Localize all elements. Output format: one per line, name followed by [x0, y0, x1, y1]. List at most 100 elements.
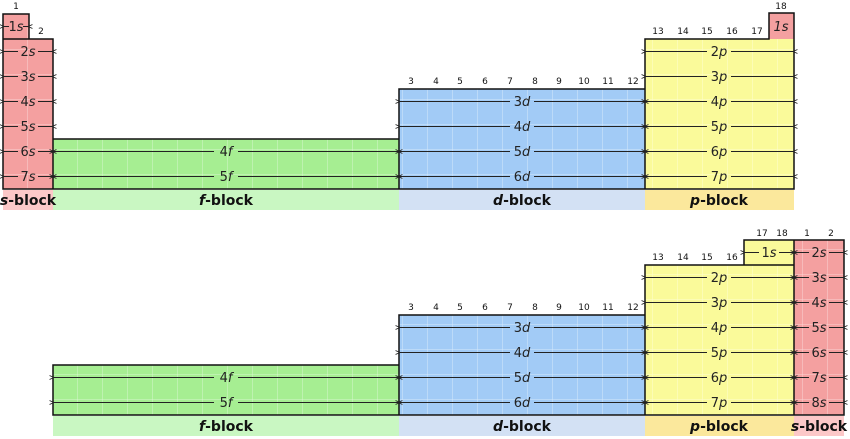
- top-group-5: 5: [457, 77, 463, 87]
- bottom-group-16: 16: [726, 253, 738, 263]
- bottom-f-block-footer: [53, 416, 399, 436]
- bottom-group-13: 13: [652, 253, 663, 263]
- top-d-row-4d: 4d: [400, 120, 644, 135]
- top-outline: [2, 12, 795, 190]
- top-s-row-5s: 5s: [4, 120, 52, 135]
- top-group-7: 7: [507, 77, 513, 87]
- bottom-group-11: 11: [602, 303, 613, 313]
- bottom-p-row-6p: 6p: [646, 371, 793, 386]
- bottom-group-1: 1: [804, 229, 810, 239]
- bottom-p-row-6p-label: 6p: [711, 371, 728, 386]
- top-p-row-5p: 5p: [646, 120, 793, 135]
- top-group-11: 11: [602, 77, 613, 87]
- bottom-p-row-7p: 7p: [646, 396, 793, 411]
- bottom-p-block-footer: [645, 416, 794, 436]
- bottom-d-row-3d: 3d: [400, 321, 644, 336]
- bottom-d-row-5d: 5d: [400, 371, 644, 386]
- bottom-s-row-3s-label: 3s: [811, 271, 826, 286]
- bottom-f-block-label: f-block: [199, 419, 254, 435]
- bottom-d-row-5d-label: 5d: [514, 371, 531, 386]
- top-s-row-5s-label: 5s: [20, 120, 35, 135]
- top-group-14: 14: [677, 27, 689, 37]
- bottom-d-block-footer: [399, 416, 645, 436]
- bottom-group-4: 4: [433, 303, 439, 313]
- top-s-row-6s-label: 6s: [20, 145, 35, 160]
- bottom-d-row-4d-label: 4d: [514, 346, 531, 361]
- top-d-row-5d-label: 5d: [514, 145, 531, 160]
- bottom-group-5: 5: [457, 303, 463, 313]
- top-s-row-4s: 4s: [4, 95, 52, 110]
- top-group-6: 6: [482, 77, 488, 87]
- top-group-4: 4: [433, 77, 439, 87]
- bottom-group-12: 12: [627, 303, 638, 313]
- bottom-p-row-2p-label: 2p: [711, 271, 728, 286]
- bottom-p-block-label: p-block: [689, 419, 749, 435]
- top-d-row-5d: 5d: [400, 145, 644, 160]
- bottom-group-17: 17: [756, 229, 767, 239]
- bottom-s-row-5s-label: 5s: [811, 321, 826, 336]
- bottom-f-row-4f-label: 4f: [220, 371, 235, 386]
- top-p-row-5p-label: 5p: [711, 120, 728, 135]
- top-f-block-label: f-block: [199, 193, 254, 209]
- bottom-group-6: 6: [482, 303, 488, 313]
- bottom-p-row-7p-label: 7p: [711, 396, 728, 411]
- top-d-block-footer: [399, 190, 645, 210]
- bottom-group-3: 3: [408, 303, 414, 313]
- top-p-row-7p: 7p: [646, 170, 793, 185]
- top-p-row-2p-label: 2p: [711, 45, 728, 60]
- top-d-row-3d: 3d: [400, 95, 644, 110]
- bottom-group-7: 7: [507, 303, 513, 313]
- top-s-row-1s: 1s: [4, 20, 28, 35]
- top-s-row-7s-label: 7s: [20, 170, 35, 185]
- bottom-group-2: 2: [828, 229, 834, 239]
- top-s-block-label: s-block: [0, 193, 57, 209]
- top-group-13: 13: [652, 27, 663, 37]
- bottom-outline: [52, 239, 845, 416]
- bottom-s-block-label: s-block: [791, 419, 848, 435]
- bottom-s-row-2s-label: 2s: [811, 246, 826, 261]
- top-group-2: 2: [38, 27, 44, 37]
- top-p-row-4p: 4p: [646, 95, 793, 110]
- top-s-row-3s-label: 3s: [20, 70, 35, 85]
- bottom-s-row-2s: 2s: [795, 246, 843, 261]
- top-group-12: 12: [627, 77, 638, 87]
- bottom-d-row-3d-label: 3d: [514, 321, 531, 336]
- bottom-group-18: 18: [776, 229, 788, 239]
- top-s-block-footer: [3, 190, 53, 210]
- top-he-block: [769, 13, 794, 39]
- top-group-10: 10: [578, 77, 590, 87]
- top-p-block-label: p-block: [689, 193, 749, 209]
- top-group-15: 15: [701, 27, 712, 37]
- bottom-p-row-4p: 4p: [646, 321, 793, 336]
- top-s-row-2s-label: 2s: [20, 45, 35, 60]
- top-group-16: 16: [726, 27, 738, 37]
- bottom-p-rows: 2p 3p 4p 5p 6p 7p: [646, 271, 793, 411]
- bottom-p-row-3p-label: 3p: [711, 296, 728, 311]
- top-s-rows: 1s 2s 3s 4s 5s 6s 7s: [4, 20, 52, 185]
- top-p-row-6p: 6p: [646, 145, 793, 160]
- bottom-group-8: 8: [532, 303, 538, 313]
- bottom-s-row-7s-label: 7s: [811, 371, 826, 386]
- bottom-he-row-1s-label: 1s: [761, 246, 776, 261]
- bottom-s-row-6s-label: 6s: [811, 346, 826, 361]
- bottom-p-row-5p-label: 5p: [711, 346, 728, 361]
- bottom-d-block-label: d-block: [493, 419, 552, 435]
- bottom-s-row-8s-label: 8s: [811, 396, 826, 411]
- top-group-8: 8: [532, 77, 538, 87]
- top-d-row-6d: 6d: [400, 170, 644, 185]
- bottom-p-row-4p-label: 4p: [711, 321, 728, 336]
- bottom-s-row-4s-label: 4s: [811, 296, 826, 311]
- top-f-block-footer: [53, 190, 399, 210]
- top-p-row-7p-label: 7p: [711, 170, 728, 185]
- top-d-block-label: d-block: [493, 193, 552, 209]
- bottom-f-row-5f: 5f: [54, 396, 398, 411]
- bottom-p-row-3p: 3p: [646, 296, 793, 311]
- top-group-18: 18: [775, 2, 787, 12]
- bottom-s-block-footer: [794, 416, 844, 436]
- bottom-d-row-4d: 4d: [400, 346, 644, 361]
